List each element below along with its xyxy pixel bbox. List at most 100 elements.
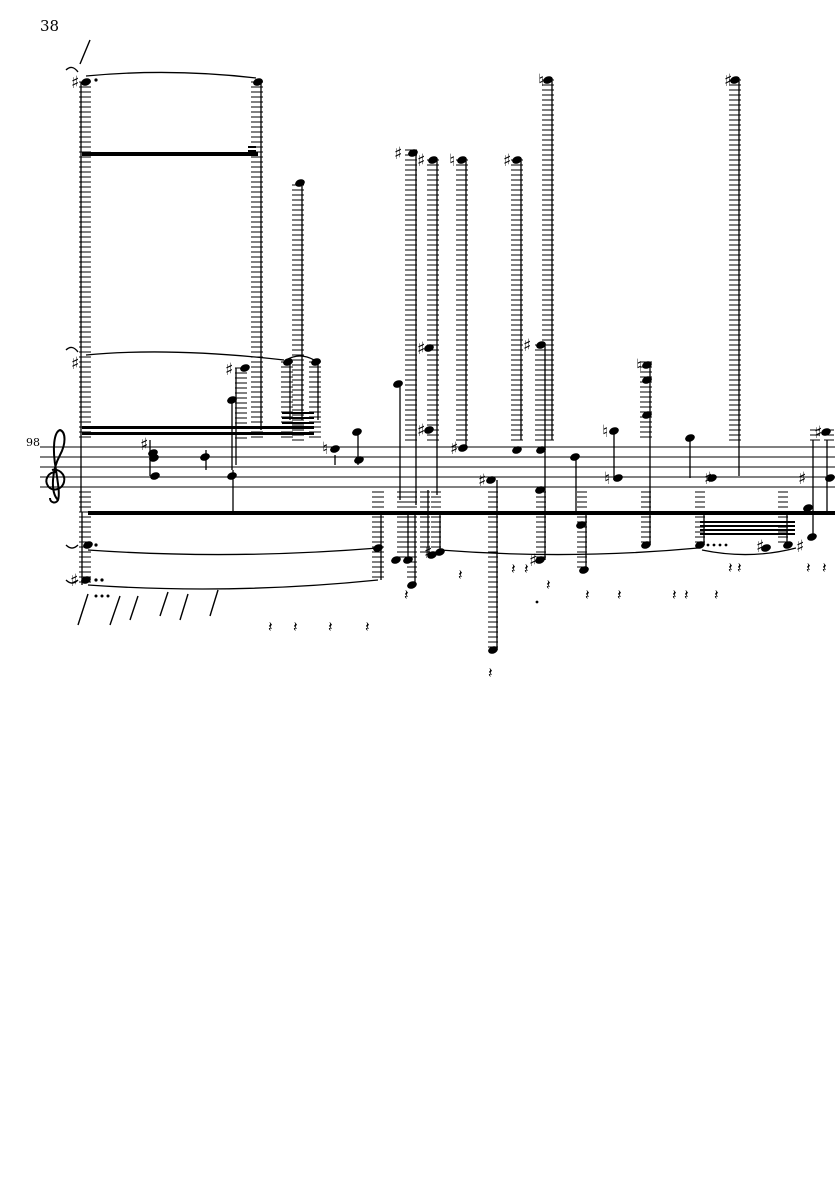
ledger-lines — [79, 79, 834, 648]
beam — [700, 533, 795, 535]
note-head — [81, 78, 91, 86]
rest-icon: 𝄽 — [268, 618, 273, 636]
beam — [282, 417, 314, 419]
note-head — [435, 548, 445, 556]
sharp-icon: ♯ — [798, 469, 806, 489]
rest-icon: 𝄽 — [806, 559, 811, 577]
note-head — [200, 453, 210, 461]
note-head — [613, 474, 623, 482]
note-head — [457, 156, 467, 164]
note-head — [253, 78, 263, 86]
treble-clef-icon — [45, 428, 66, 504]
note-head — [295, 179, 305, 187]
note-head — [609, 427, 619, 435]
note-head — [536, 341, 546, 349]
note-head — [535, 486, 545, 494]
rest-icon: 𝄽 — [585, 586, 590, 604]
beam — [248, 150, 256, 152]
note-head — [579, 566, 589, 574]
tie — [701, 547, 797, 556]
note-head — [373, 544, 383, 552]
note-head — [488, 646, 498, 654]
beams — [82, 146, 835, 535]
tie — [65, 66, 79, 73]
rest-icon: 𝄽 — [684, 586, 689, 604]
sharp-icon: ♯ — [417, 151, 425, 171]
note-head — [424, 426, 434, 434]
note-head — [642, 361, 652, 369]
sharp-icon: ♯ — [140, 435, 148, 455]
note-stems — [80, 80, 828, 650]
beam — [700, 521, 795, 523]
rest-icon: 𝄽 — [511, 560, 516, 578]
beam — [282, 412, 314, 414]
note-head — [352, 428, 362, 436]
beam — [248, 146, 256, 148]
note-head — [543, 76, 553, 84]
sharp-icon: ♯ — [704, 469, 712, 489]
note-head — [407, 581, 417, 589]
sharp-icon: ♯ — [394, 144, 402, 164]
note-head — [408, 149, 418, 157]
rest-icon: 𝄽 — [714, 586, 719, 604]
beam — [88, 511, 835, 515]
rests: 𝄽𝄽𝄽𝄽𝄽𝄽𝄽𝄽𝄽𝄽𝄽𝄽𝄽𝄽𝄽𝄽𝄽𝄽𝄽 — [268, 559, 827, 682]
beam — [82, 426, 314, 429]
rest-icon: 𝄽 — [546, 576, 551, 594]
natural-icon: ♮ — [449, 151, 455, 171]
note-head — [427, 551, 437, 559]
note-head — [227, 396, 237, 404]
sharp-icon: ♯ — [503, 151, 511, 171]
rest-icon: 𝄽 — [524, 560, 529, 578]
note-head — [403, 556, 413, 564]
sharp-icon: ♯ — [478, 471, 486, 491]
beam — [282, 422, 314, 424]
note-head — [685, 434, 695, 442]
measure-number: 98 — [26, 436, 40, 449]
rest-icon: 𝄽 — [458, 566, 463, 584]
tremolo-marks — [77, 39, 219, 626]
note-head — [825, 474, 835, 482]
note-head — [330, 445, 340, 453]
tie — [439, 547, 699, 556]
accidentals: ♯♯♯♯♯♮♯♮♯♯♮♯♯♯♮♯♯♮♮♯♯♯♯♯♯♯♯ — [70, 71, 822, 591]
note-head — [240, 364, 250, 372]
note-head — [311, 358, 321, 366]
note-head — [730, 76, 740, 84]
note-head — [512, 446, 522, 454]
note-head — [428, 156, 438, 164]
sharp-icon: ♯ — [523, 336, 531, 356]
sharp-icon: ♯ — [71, 73, 79, 93]
sharp-icon: ♯ — [724, 71, 732, 91]
rest-icon: 𝄽 — [365, 618, 370, 636]
rest-icon: 𝄽 — [617, 586, 622, 604]
note-head — [424, 344, 434, 352]
rest-icon: 𝄽 — [822, 559, 827, 577]
beam — [700, 529, 795, 531]
natural-icon: ♮ — [602, 422, 608, 442]
augmentation-dots — [94, 78, 728, 604]
note-head — [576, 521, 586, 529]
natural-icon: ♮ — [604, 469, 610, 489]
natural-icon: ♮ — [322, 439, 328, 459]
tie — [85, 71, 257, 79]
note-head — [803, 504, 813, 512]
note-head — [393, 380, 403, 388]
note-head — [354, 456, 364, 464]
note-head — [486, 476, 496, 484]
rest-icon: 𝄽 — [293, 618, 298, 636]
sharp-icon: ♯ — [529, 551, 537, 571]
note-head — [83, 541, 93, 549]
note-head — [761, 544, 771, 552]
note-head — [807, 533, 817, 541]
note-head — [536, 446, 546, 454]
beam — [82, 152, 258, 156]
tie — [65, 544, 79, 549]
note-head — [783, 541, 793, 549]
sharp-icon: ♯ — [756, 537, 764, 557]
natural-icon: ♮ — [538, 71, 544, 91]
note-head — [642, 376, 652, 384]
sharp-icon: ♯ — [225, 360, 233, 380]
note-head — [81, 576, 91, 584]
